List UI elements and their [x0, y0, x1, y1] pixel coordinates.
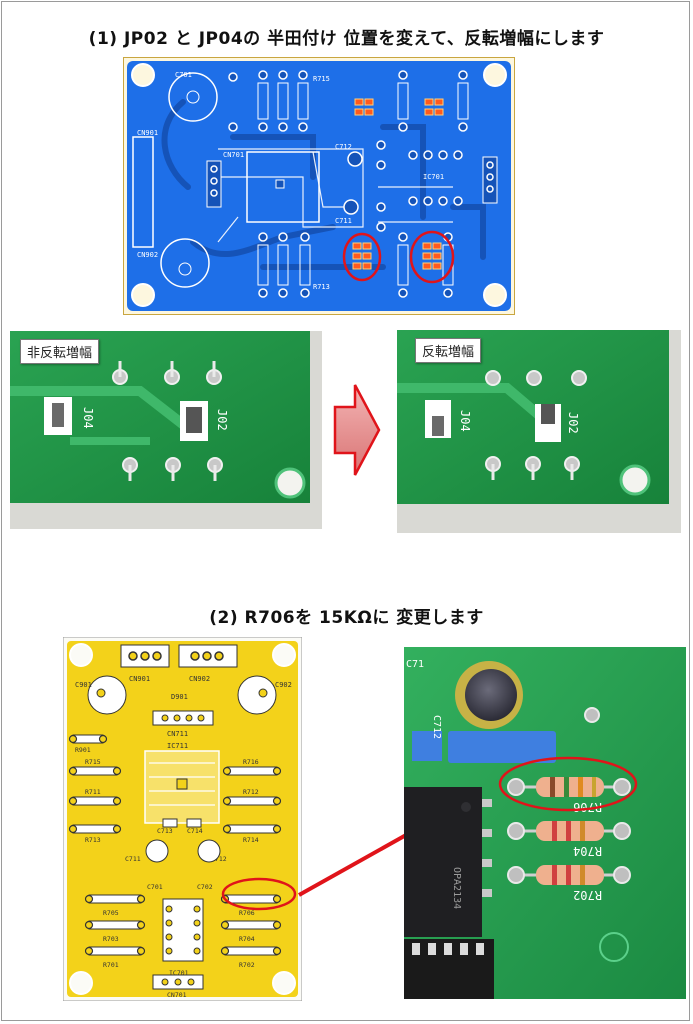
y-r714: R714 [243, 836, 259, 844]
jp02-highlight [409, 230, 455, 284]
y-c714: C714 [187, 827, 203, 835]
photo-label-jp04: J04 [81, 407, 95, 429]
pcb-ref-6: R715 [313, 75, 330, 83]
y-r712: R712 [243, 788, 259, 796]
pcb-ref-3: CN902 [137, 251, 158, 259]
y-c901: C901 [75, 681, 92, 689]
step2-title: (2) R706を 15KΩに 変更します [209, 608, 484, 628]
y-ic701: IC701 [169, 969, 189, 977]
pcb-ref-8: C712 [335, 143, 352, 151]
step1-title: (1) JP02 と JP04の 半田付け 位置を変えて、反転増幅にします [88, 29, 605, 49]
label-inverting: 反転増幅 [415, 338, 482, 363]
photo-non-inverting: J04 J02 非反転増幅 [10, 331, 322, 529]
y-r705: R705 [103, 909, 119, 917]
photo-ic-label: OPA2134 [451, 867, 462, 909]
arrow-right-icon [333, 384, 381, 476]
y-cn701: CN701 [167, 991, 187, 999]
y-r702: R702 [239, 961, 255, 969]
y-d901: D901 [171, 693, 188, 701]
yellow-pcb-layout: CN901 CN902 C901 C902 D901 CN711 IC711 [63, 637, 302, 1001]
photo-r706-highlight [498, 756, 638, 812]
pcb-ref-4: CN701 [223, 151, 244, 159]
y-cn901: CN901 [129, 675, 150, 683]
photo-c712: C712 [431, 715, 442, 739]
jp04-highlight [342, 232, 382, 282]
photo-r704: R704 [573, 844, 602, 858]
y-r713: R713 [85, 836, 101, 844]
photo-r702: R702 [573, 888, 602, 902]
photo-c71: C71 [406, 659, 424, 670]
y-c711: C711 [125, 855, 141, 863]
label-non-inverting: 非反転増幅 [20, 339, 100, 364]
pcb-ref-2: CN901 [137, 129, 158, 137]
y-r704: R704 [239, 935, 255, 943]
photo2-label-jp02: J02 [566, 412, 580, 434]
y-ic711: IC711 [167, 742, 188, 750]
y-cn902: CN902 [189, 675, 210, 683]
y-c701: C701 [147, 883, 163, 891]
y-r706: R706 [239, 909, 255, 917]
photo2-label-jp04: J04 [458, 410, 472, 432]
pcb-ref-1: C701 [175, 71, 192, 79]
y-cn711: CN711 [167, 730, 188, 738]
photo-label-jp02: J02 [215, 409, 229, 431]
y-r701: R701 [103, 961, 119, 969]
r706-highlight [221, 877, 297, 911]
photo-inverting: J04 J02 反転増幅 [397, 330, 681, 533]
y-r901: R901 [75, 746, 91, 754]
y-c713: C713 [157, 827, 173, 835]
pcb-ref-7: R713 [313, 283, 330, 291]
y-c702: C702 [197, 883, 213, 891]
y-c712: C712 [211, 855, 227, 863]
y-c902: C902 [275, 681, 292, 689]
blue-pcb-layout: C701 CN901 CN902 CN701 IC701 R715 R713 C… [123, 57, 515, 315]
y-r703: R703 [103, 935, 119, 943]
y-r711: R711 [85, 788, 101, 796]
pcb-ref-5: IC701 [423, 173, 444, 181]
photo-r706: OPA2134 C712 C71 R706 R704 R702 [404, 647, 686, 999]
pcb-ref-9: C711 [335, 217, 352, 225]
y-r715: R715 [85, 758, 101, 766]
y-r716: R716 [243, 758, 259, 766]
